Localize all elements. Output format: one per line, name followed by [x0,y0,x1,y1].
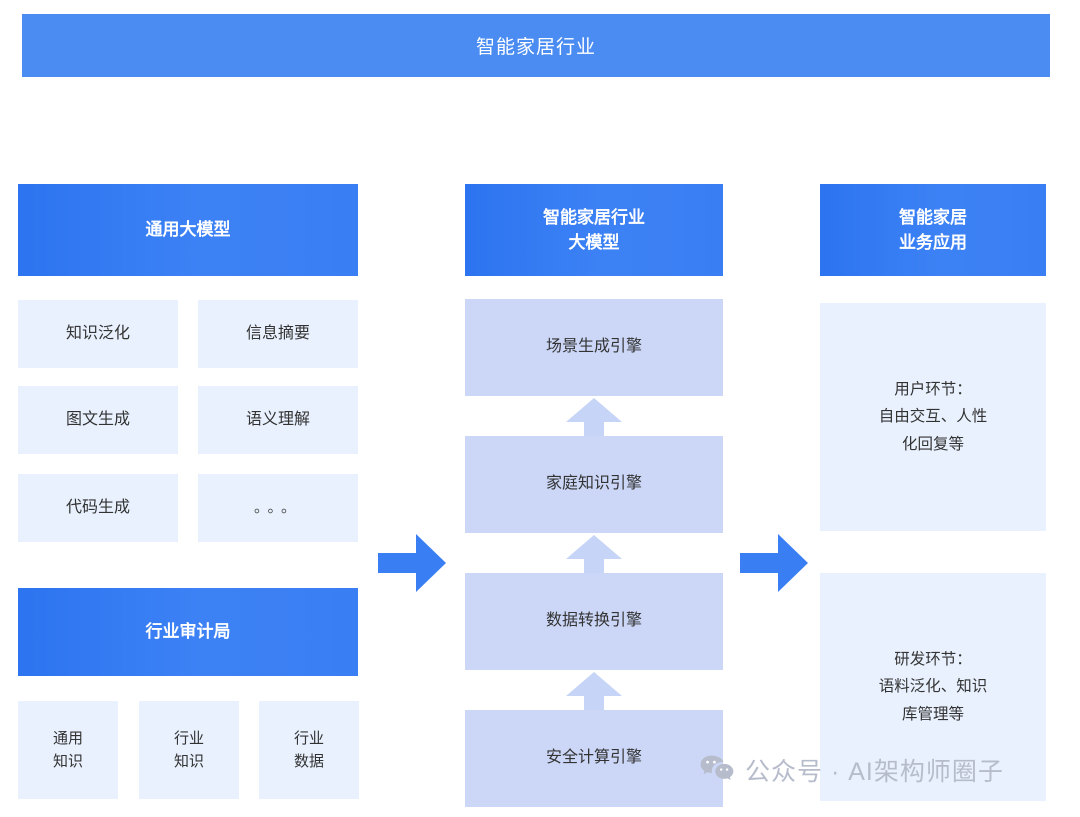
capability-cell-more-ellipsis[interactable]: 。。。 [198,474,358,542]
engine-box-secure-computing[interactable]: 安全计算引擎 [465,710,723,807]
data-source-cell-industry-data[interactable]: 行业 数据 [259,701,359,799]
capability-cell-label: 语义理解 [245,410,310,428]
application-card-line-2: 自由交互、人性 [878,408,988,426]
flow-arrow-left-to-middle-icon [378,532,446,594]
capability-cell-knowledge-generalization[interactable]: 知识泛化 [18,300,178,368]
application-card-rnd-stage[interactable]: 研发环节： 语料泛化、知识 库管理等 [820,573,1046,801]
data-source-line-1: 行业 [293,729,324,747]
ellipsis-label: 。。。 [253,499,302,517]
section-header-industry-audit-bureau-label: 行业审计局 [145,622,231,642]
capability-cell-semantic-understanding[interactable]: 语义理解 [198,386,358,454]
application-card-user-stage[interactable]: 用户环节： 自由交互、人性 化回复等 [820,303,1046,531]
engine-box-home-knowledge[interactable]: 家庭知识引擎 [465,436,723,533]
capability-cell-label: 信息摘要 [245,324,310,342]
engine-box-label: 场景生成引擎 [545,338,642,356]
page-title: 智能家居行业 [475,37,596,58]
section-header-general-model-label: 通用大模型 [145,220,231,240]
capability-cell-label: 图文生成 [65,410,130,428]
engine-box-label: 数据转换引擎 [545,612,642,630]
data-source-line-1: 通用 [52,729,83,747]
engine-box-label: 安全计算引擎 [545,749,642,767]
application-card-line-1: 用户环节： [894,381,972,399]
data-source-line-2: 知识 [173,753,204,770]
section-header-line-2: 大模型 [568,233,620,252]
capability-cell-image-text-generation[interactable]: 图文生成 [18,386,178,454]
section-header-line-1: 智能家居 [899,207,967,227]
engine-box-scene-generation[interactable]: 场景生成引擎 [465,299,723,396]
flow-arrow-up-to-scene-generation-icon [566,398,622,444]
data-source-line-1: 行业 [173,729,204,747]
application-card-line-3: 化回复等 [901,435,964,453]
capability-cell-code-generation[interactable]: 代码生成 [18,474,178,542]
engine-box-label: 家庭知识引擎 [545,475,642,493]
section-header-line-1: 智能家居行业 [543,207,645,227]
capability-cell-label: 知识泛化 [65,324,130,342]
data-source-line-2: 知识 [52,753,83,770]
page-banner: 智能家居行业 [22,14,1050,77]
flow-arrow-middle-to-right-icon [740,532,808,594]
flow-arrow-up-to-home-knowledge-icon [566,535,622,581]
application-card-line-3: 库管理等 [901,705,964,723]
capability-cell-label: 代码生成 [65,498,130,516]
data-source-line-2: 数据 [293,753,324,770]
section-header-smart-home-business-apps: 智能家居 业务应用 [820,184,1046,276]
data-source-cell-general-knowledge[interactable]: 通用 知识 [18,701,118,799]
section-header-line-2: 业务应用 [899,233,967,252]
capability-cell-information-summary[interactable]: 信息摘要 [198,300,358,368]
section-header-smart-home-large-model: 智能家居行业 大模型 [465,184,723,276]
engine-box-data-transformation[interactable]: 数据转换引擎 [465,573,723,670]
section-header-industry-audit-bureau: 行业审计局 [18,588,358,676]
section-header-general-model: 通用大模型 [18,184,358,276]
data-source-cell-industry-knowledge[interactable]: 行业 知识 [139,701,239,799]
application-card-line-1: 研发环节： [894,651,972,669]
flow-arrow-up-to-data-transformation-icon [566,672,622,718]
application-card-line-2: 语料泛化、知识 [878,678,988,696]
